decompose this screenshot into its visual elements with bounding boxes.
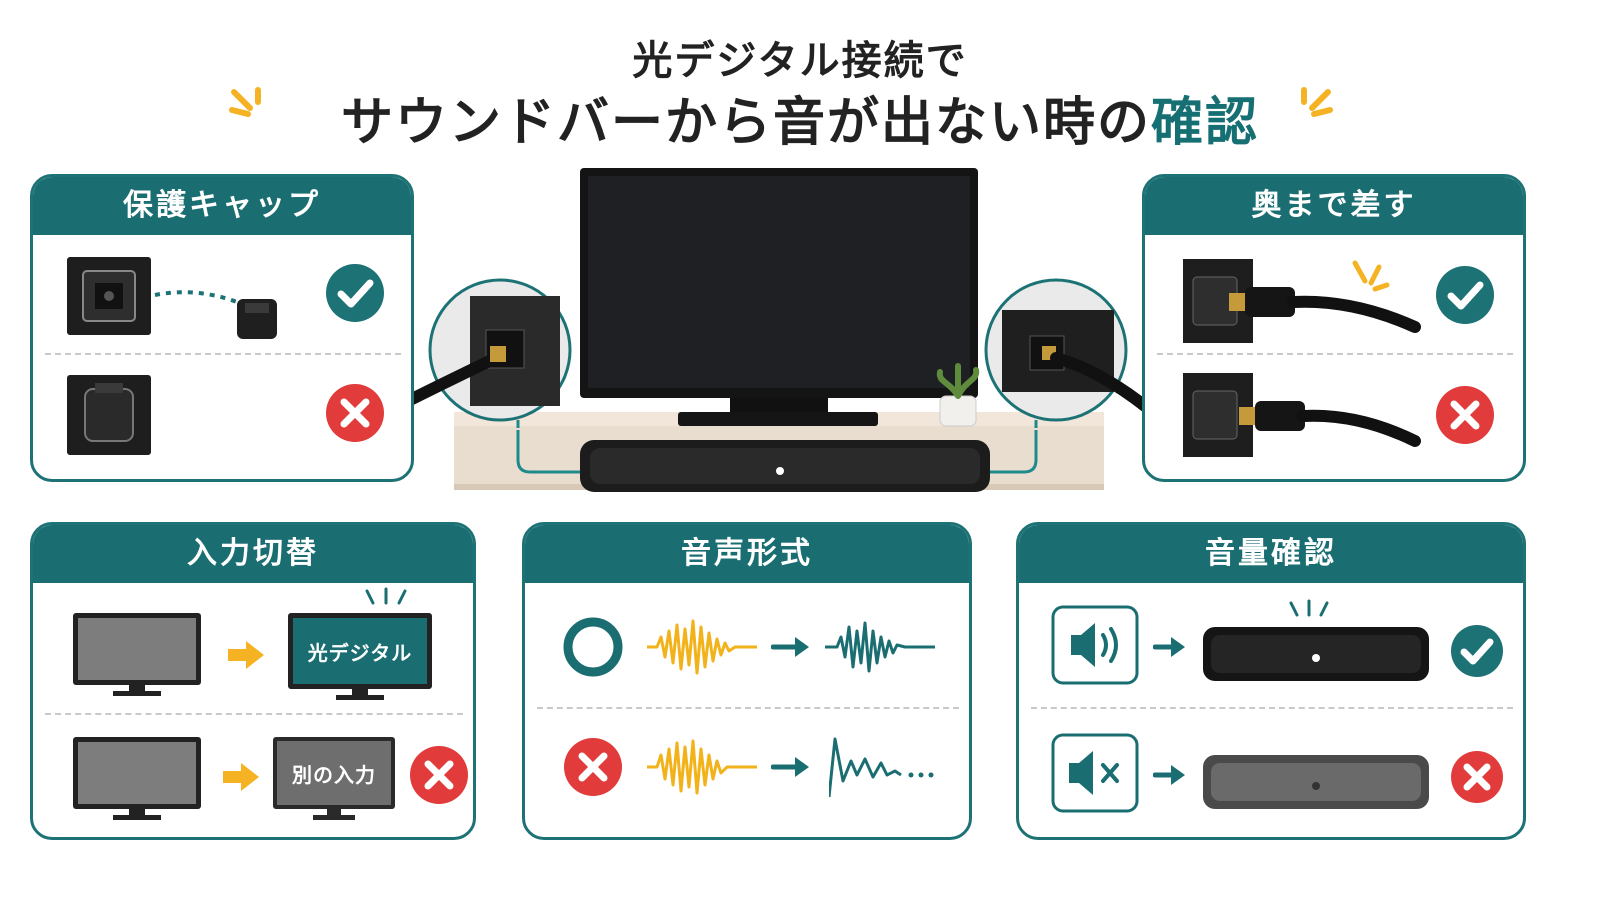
input-label-optical: 光デジタル	[307, 640, 413, 665]
arrow-right-icon	[771, 637, 809, 657]
row-divider	[1031, 707, 1513, 709]
panel-heading: 音声形式	[525, 525, 969, 583]
sparkle-icon	[365, 587, 407, 605]
panel-heading: 音量確認	[1019, 525, 1523, 583]
input-label-other: 別の入力	[292, 762, 376, 787]
cross-icon	[409, 745, 469, 805]
arrow-right-icon	[223, 763, 259, 791]
cable-fully-inserted	[1183, 259, 1421, 343]
sparkle-icon	[1289, 599, 1329, 617]
arrow-right-icon	[1153, 765, 1185, 785]
panel-volume-check: 音量確認	[1016, 522, 1526, 840]
panel-protective-cap: 保護キャップ	[30, 174, 414, 482]
output-waveform	[825, 621, 935, 673]
title-line-1: 光デジタル接続で	[632, 38, 968, 84]
arrow-right-icon	[228, 641, 264, 669]
panel-audio-format: 音声形式	[522, 522, 972, 840]
arrow-right-icon	[771, 757, 809, 777]
title-line-2: サウンドバーから音が出ない時の確認	[0, 80, 1600, 155]
optical-port-with-cap-attached	[67, 375, 151, 455]
cable-partially-inserted	[1183, 373, 1421, 457]
sparkle-icon	[1301, 87, 1333, 117]
row-divider	[45, 713, 463, 715]
cross-icon	[563, 737, 623, 797]
speaker-on-icon	[1051, 605, 1139, 685]
sparkle-icon	[229, 87, 261, 117]
tv-blank-screen	[73, 737, 201, 820]
input-waveform	[647, 619, 757, 675]
soundbar-off	[1203, 755, 1429, 809]
panel-heading: 奥まで差す	[1145, 177, 1523, 235]
tv-other-input	[273, 737, 395, 820]
cross-icon	[325, 383, 385, 443]
panel-input-switch: 入力切替 光デジタル 別の入力	[30, 522, 476, 840]
panel-heading: 入力切替	[33, 525, 473, 583]
check-icon	[1435, 265, 1495, 325]
title-main: サウンドバーから音が出ない時の	[340, 93, 1151, 153]
title-accent: 確認	[1151, 93, 1260, 153]
circle-ok-icon	[563, 617, 623, 677]
optical-port-with-cap-removed	[67, 257, 277, 339]
cross-icon	[1435, 385, 1495, 445]
arrow-right-icon	[1153, 637, 1185, 657]
tv-blank-screen	[73, 613, 201, 696]
speaker-mute-icon	[1051, 733, 1139, 813]
row-divider	[45, 353, 401, 355]
broken-waveform	[829, 737, 934, 798]
check-icon	[1447, 621, 1507, 681]
cross-icon	[1447, 747, 1507, 807]
input-waveform	[647, 739, 757, 795]
tv-optical-selected	[288, 613, 432, 700]
soundbar-on	[1203, 627, 1429, 681]
panel-heading: 保護キャップ	[33, 177, 411, 235]
panel-insert-fully: 奥まで差す	[1142, 174, 1526, 482]
check-icon	[325, 263, 385, 323]
row-divider	[537, 707, 959, 709]
tv-soundbar-illustration	[410, 168, 1150, 492]
row-divider	[1157, 353, 1513, 355]
